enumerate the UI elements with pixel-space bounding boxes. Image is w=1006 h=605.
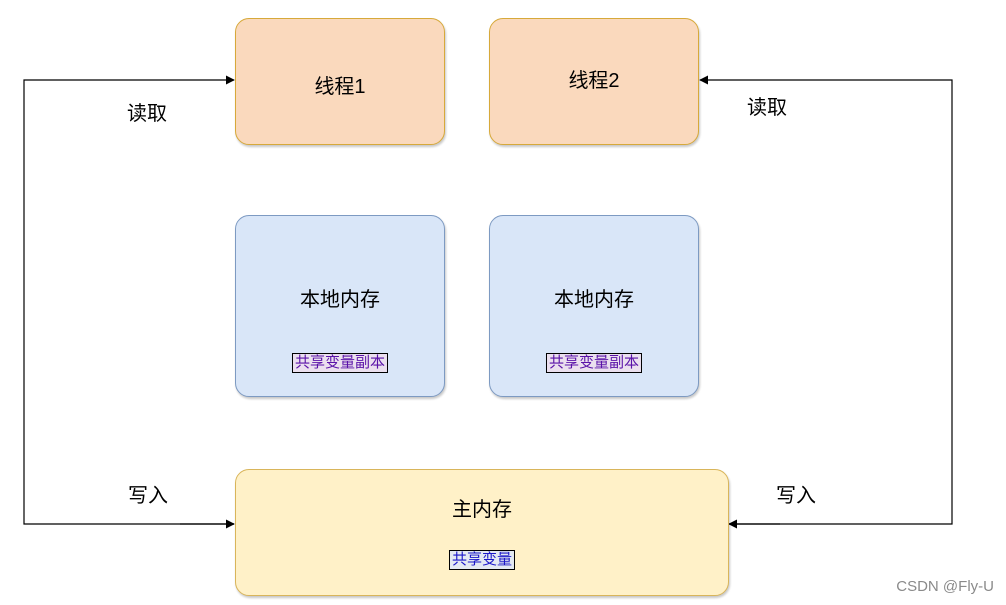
left-read-write-arrow <box>23 75 235 525</box>
left-write-label: 写入 <box>128 485 168 507</box>
watermark: CSDN @Fly-U <box>896 578 994 595</box>
main-memory-box: 主内存 共享变量 <box>235 469 729 596</box>
local-memory-2-title: 本地内存 <box>554 289 634 311</box>
local-memory-2-copy-tag: 共享变量副本 <box>545 353 643 373</box>
left-read-label: 读取 <box>127 103 167 125</box>
right-write-label: 写入 <box>776 485 816 507</box>
thread-1-label: 线程1 <box>314 76 366 98</box>
local-memory-1-box: 本地内存 共享变量副本 <box>235 215 445 397</box>
local-memory-1-title: 本地内存 <box>300 289 380 311</box>
main-memory-variable-tag: 共享变量 <box>448 550 516 570</box>
local-memory-2-box: 本地内存 共享变量副本 <box>489 215 699 397</box>
right-read-label: 读取 <box>747 97 787 119</box>
main-memory-title: 主内存 <box>452 499 512 521</box>
local-memory-1-copy-tag: 共享变量副本 <box>291 353 389 373</box>
thread-2-box: 线程2 <box>489 18 699 145</box>
thread-2-label: 线程2 <box>568 70 620 92</box>
thread-1-box: 线程1 <box>235 18 445 145</box>
right-read-write-arrow <box>699 75 953 525</box>
